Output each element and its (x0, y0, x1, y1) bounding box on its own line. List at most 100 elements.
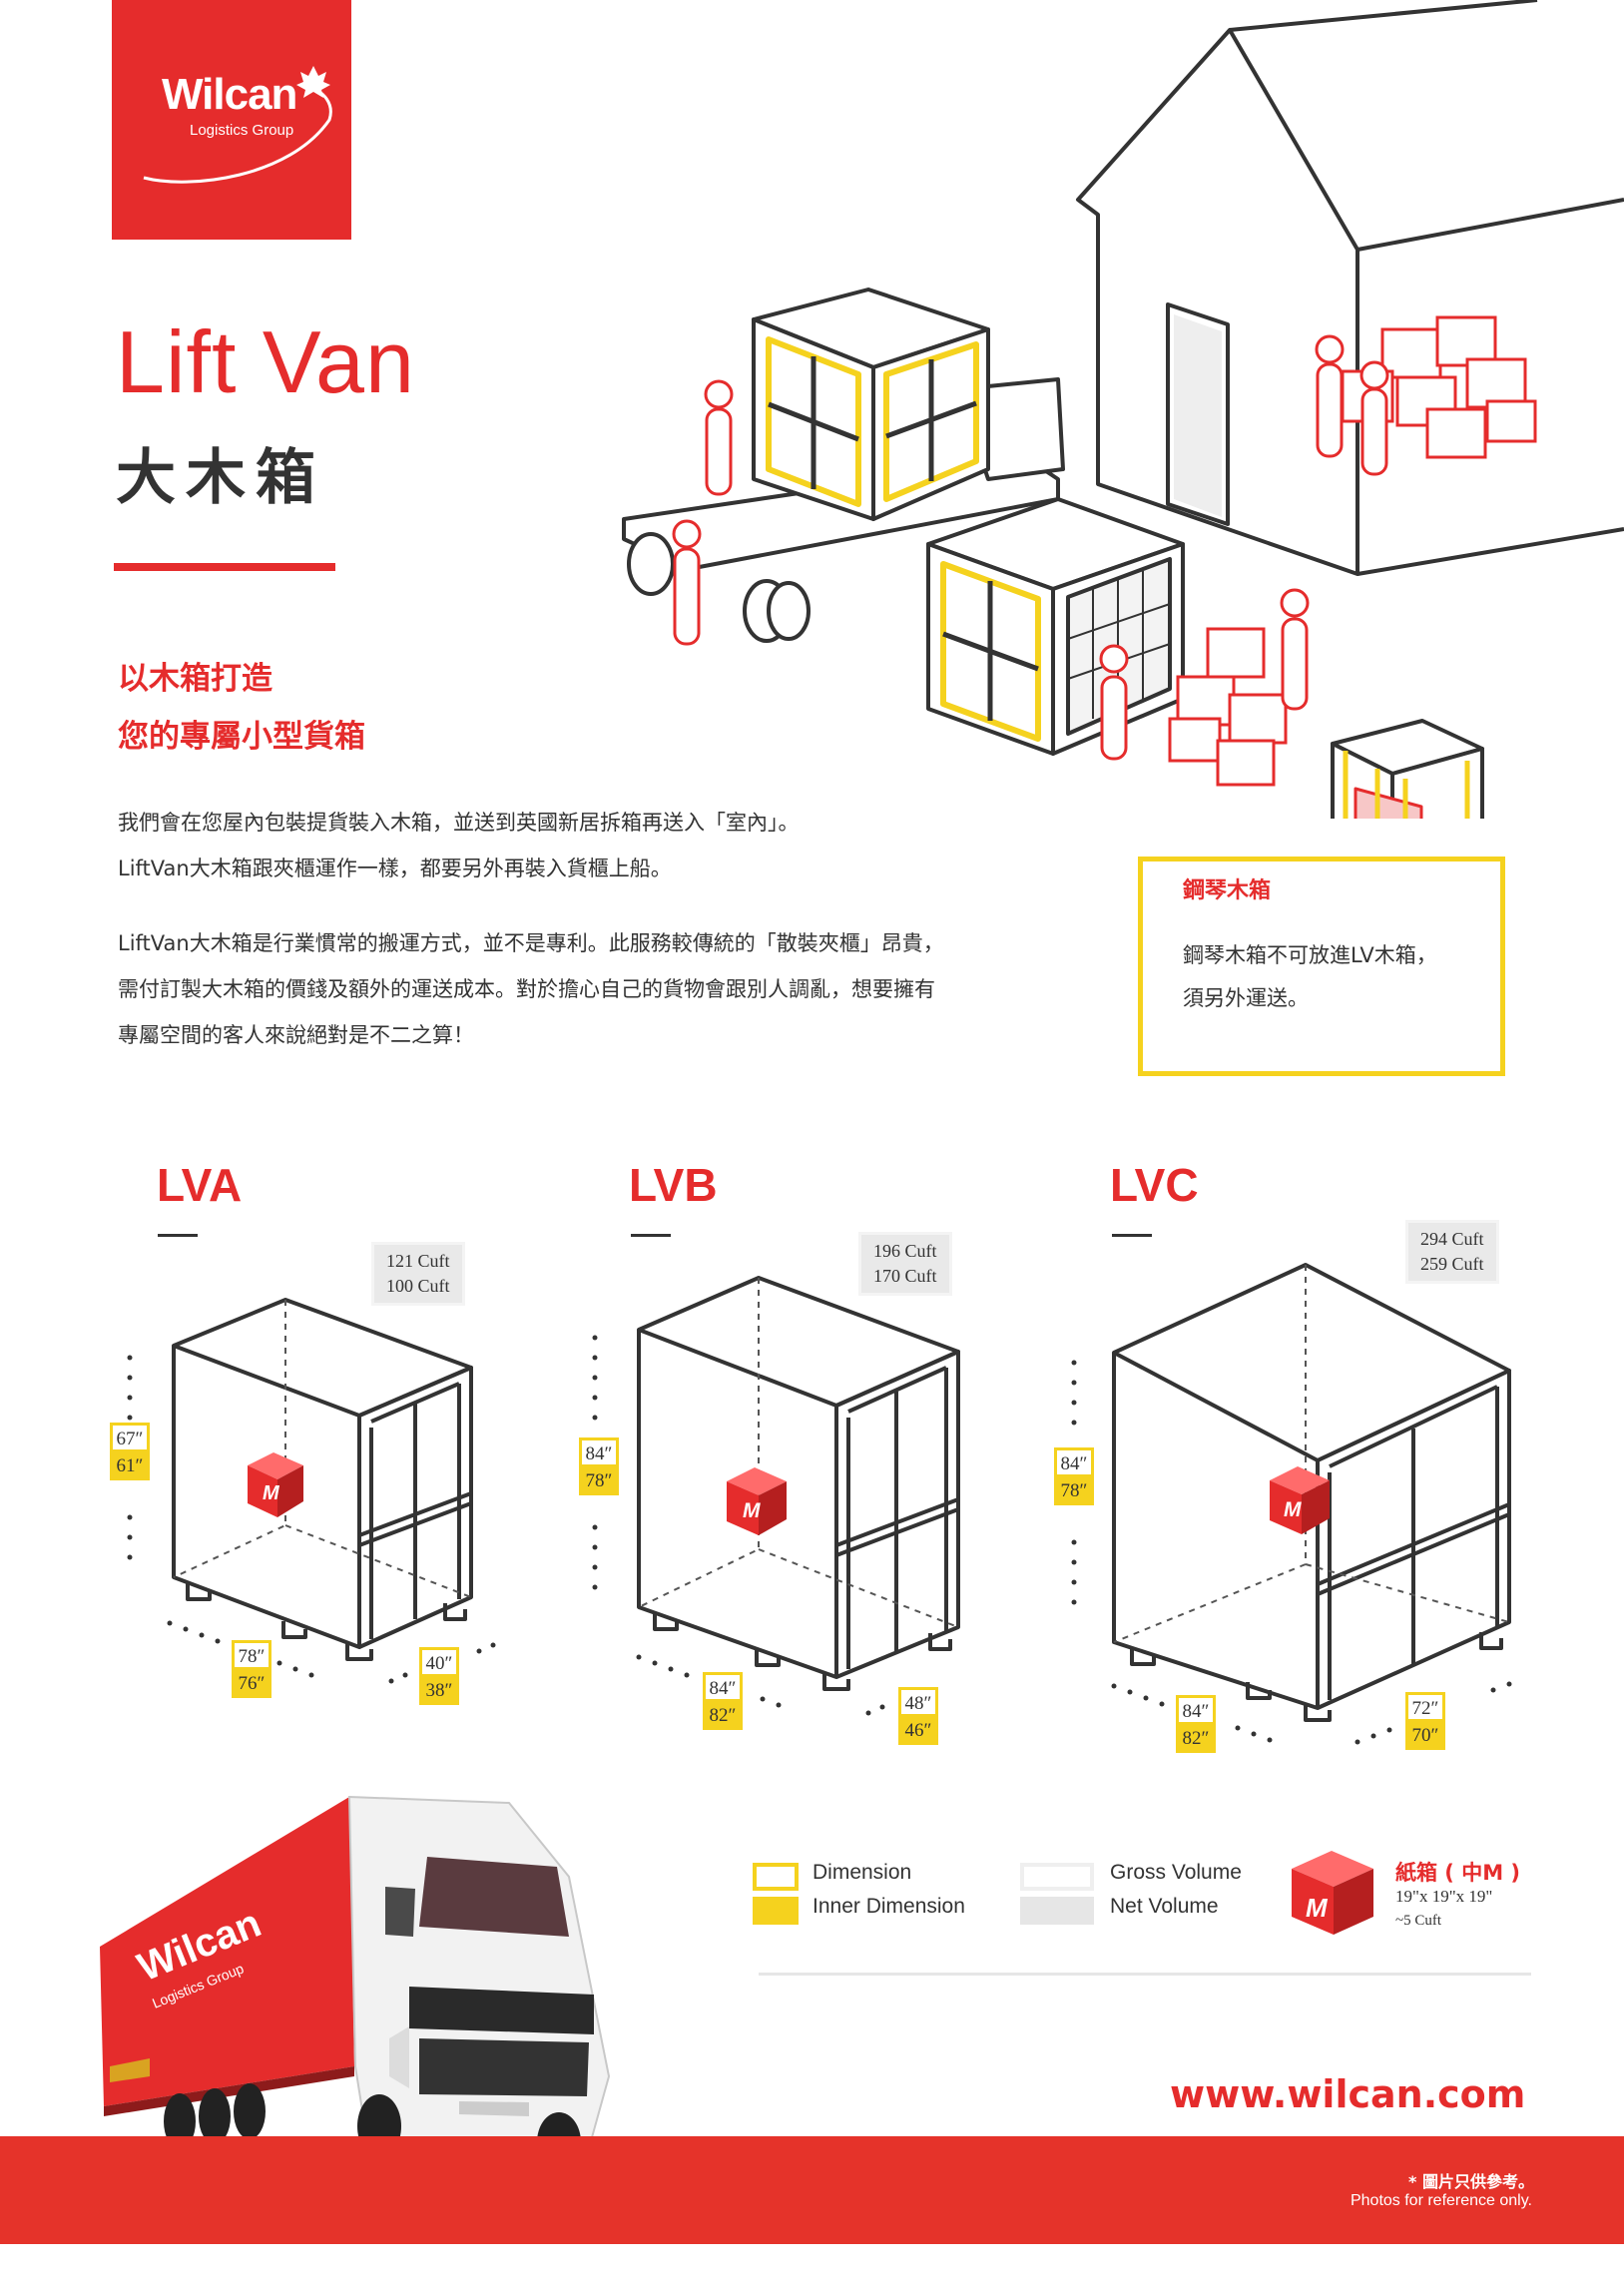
legend-carton-volume: ~5 Cuft (1395, 1913, 1442, 1929)
inner-length: 82″ (1176, 1725, 1216, 1753)
model-name-lva: LVA (157, 1159, 243, 1211)
piano-note-text: 鋼琴木箱不可放進LV木箱， 須另外運送。 (1183, 934, 1437, 1020)
crate-diagram-lvc: M (1071, 1263, 1512, 1745)
legend-swatch-gross-volume (1020, 1863, 1094, 1891)
model-name-lvb: LVB (629, 1159, 718, 1211)
gross-volume: 196 Cuft (873, 1241, 937, 1261)
inner-width: 70″ (1405, 1722, 1445, 1750)
seal-icon (110, 2058, 150, 2082)
net-volume: 259 Cuft (1420, 1254, 1484, 1274)
crate-diagram-lvb: M (592, 1276, 960, 1716)
legend-label-inner-dimension: Inner Dimension (812, 1895, 965, 1918)
house-illustration (1076, 0, 1624, 576)
svg-text:M: M (1284, 1498, 1302, 1521)
logo-swoosh-icon (143, 66, 332, 184)
footer-note-en: Photos for reference only. (1350, 2192, 1532, 2209)
model-divider (631, 1234, 671, 1237)
loose-boxes-illustration (1168, 627, 1288, 787)
page-title-en: Lift Van (116, 312, 415, 411)
net-volume: 100 Cuft (386, 1276, 450, 1296)
inner-length: 76″ (232, 1670, 271, 1698)
outer-length: 84″ (1176, 1695, 1216, 1725)
lift-van-on-truck-illustration (752, 287, 990, 521)
svg-text:M: M (263, 1482, 280, 1504)
piano-note-title: 鋼琴木箱 (1183, 878, 1272, 903)
width-dims-lvc: 72″ 70″ (1405, 1692, 1445, 1750)
lift-van-open-illustration (926, 497, 1185, 756)
workers-illustration (672, 334, 1389, 761)
intro-line: LiftVan大木箱跟夾櫃運作一樣，都要另外再裝入貨櫃上船。 (118, 857, 672, 880)
intro-paragraph: 我們會在您屋內包裝提貨裝入木箱，並送到英國新居拆箱再送入「室內」。 LiftVa… (118, 800, 800, 891)
inner-width: 46″ (898, 1717, 938, 1745)
legend-label-net-volume: Net Volume (1110, 1895, 1219, 1918)
volume-box-lva: 121 Cuft 100 Cuft (371, 1242, 465, 1306)
model-name-lvc: LVC (1110, 1159, 1199, 1211)
gross-volume: 294 Cuft (1420, 1229, 1484, 1249)
headline-line-2: 您的專屬小型貨箱 (118, 719, 365, 755)
truck-illustration: Wilcan Logistics Group (100, 1795, 611, 2172)
legend-swatch-inner-dimension (753, 1897, 799, 1925)
carton-m-icon: M (1292, 1851, 1373, 1935)
piano-crate-illustration (1331, 719, 1484, 819)
logo-subtitle: Logistics Group (190, 122, 294, 139)
outer-height: 84″ (1054, 1447, 1094, 1477)
legend-carton-title: 紙箱 ( 中M ) (1395, 1861, 1521, 1885)
volume-box-lvc: 294 Cuft 259 Cuft (1405, 1220, 1499, 1284)
inner-width: 38″ (419, 1677, 459, 1705)
footer-band (0, 2136, 1624, 2244)
footer-note-zh: * 圖片只供參考。 (1408, 2172, 1534, 2191)
carton-m-icon: M (1270, 1466, 1330, 1534)
piano-note-box (1138, 857, 1505, 1076)
net-volume: 170 Cuft (873, 1266, 937, 1286)
inner-length: 82″ (703, 1702, 743, 1730)
svg-text:M: M (1306, 1893, 1329, 1923)
legend-carton-dims: 19"x 19"x 19" (1395, 1887, 1493, 1906)
height-dims-lvb: 84″ 78″ (579, 1437, 619, 1495)
inner-height: 78″ (579, 1467, 619, 1495)
headline-line-1: 以木箱打造 (118, 661, 272, 697)
width-dims-lvb: 48″ 46″ (898, 1687, 938, 1745)
width-dims-lva: 40″ 38″ (419, 1647, 459, 1705)
intro-line: 我們會在您屋內包裝提貨裝入木箱，並送到英國新居拆箱再送入「室內」。 (118, 811, 800, 835)
logo-wordmark: Wilcan (162, 70, 297, 119)
hero-illustration (622, 0, 1624, 819)
height-dims-lvc: 84″ 78″ (1054, 1447, 1094, 1505)
piano-note-line: 須另外運送。 (1183, 986, 1309, 1010)
legend-label-dimension: Dimension (812, 1861, 912, 1884)
legend-swatch-net-volume (1020, 1897, 1094, 1925)
detail-line: 專屬空間的客人來說絕對是不二之算！ (118, 1023, 474, 1047)
model-divider (1112, 1234, 1152, 1237)
legend-divider (759, 1973, 1531, 1976)
legend-swatch-dimension (753, 1863, 799, 1891)
detail-line: LiftVan大木箱是行業慣常的搬運方式，並不是專利。此服務較傳統的「散裝夾櫃」… (118, 931, 944, 955)
length-dims-lvb: 84″ 82″ (703, 1672, 743, 1730)
maple-leaf-icon (296, 66, 330, 98)
piano-note-line: 鋼琴木箱不可放進LV木箱， (1183, 943, 1437, 967)
model-divider (158, 1234, 198, 1237)
house-boxes-illustration (1341, 315, 1537, 459)
outer-width: 40″ (419, 1647, 459, 1677)
carton-m-icon: M (248, 1452, 303, 1517)
volume-box-lvb: 196 Cuft 170 Cuft (858, 1232, 952, 1296)
outer-width: 72″ (1405, 1692, 1445, 1722)
brand-logo: Wilcan Logistics Group (112, 0, 351, 240)
length-dims-lvc: 84″ 82″ (1176, 1695, 1216, 1753)
title-divider (114, 563, 335, 571)
legend-label-gross-volume: Gross Volume (1110, 1861, 1242, 1884)
inner-height: 61″ (110, 1452, 150, 1480)
page-title-zh: 大木箱 (116, 443, 325, 513)
detail-paragraph: LiftVan大木箱是行業慣常的搬運方式，並不是專利。此服務較傳統的「散裝夾櫃」… (118, 920, 944, 1058)
website-link[interactable]: www.wilcan.com (1170, 2072, 1526, 2116)
detail-line: 需付訂製大木箱的價錢及額外的運送成本。對於擔心自己的貨物會跟別人調亂，想要擁有 (118, 977, 935, 1001)
outer-height: 67″ (110, 1423, 150, 1452)
inner-height: 78″ (1054, 1477, 1094, 1505)
outer-height: 84″ (579, 1437, 619, 1467)
gross-volume: 121 Cuft (386, 1251, 450, 1271)
carton-m-icon: M (727, 1467, 787, 1535)
outer-length: 78″ (232, 1640, 271, 1670)
crate-diagram-lva: M (127, 1298, 496, 1684)
height-dims-lva: 67″ 61″ (110, 1423, 150, 1480)
length-dims-lva: 78″ 76″ (232, 1640, 271, 1698)
outer-length: 84″ (703, 1672, 743, 1702)
svg-text:M: M (743, 1499, 761, 1522)
